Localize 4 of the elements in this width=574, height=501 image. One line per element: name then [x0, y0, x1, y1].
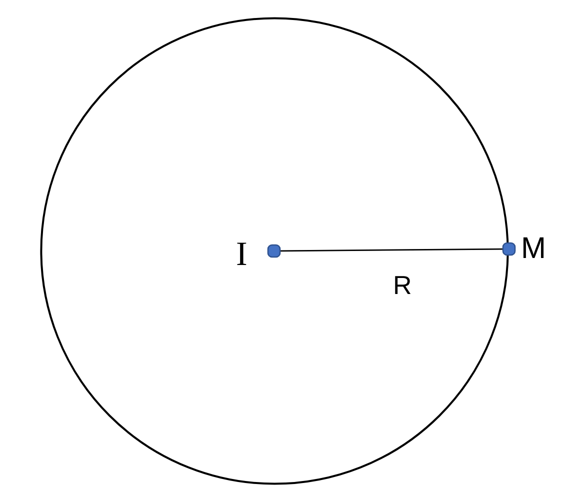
radius-line	[280, 248, 502, 252]
edge-label: R	[393, 272, 412, 298]
point-label: M	[521, 234, 546, 264]
point-label: I	[236, 238, 248, 272]
